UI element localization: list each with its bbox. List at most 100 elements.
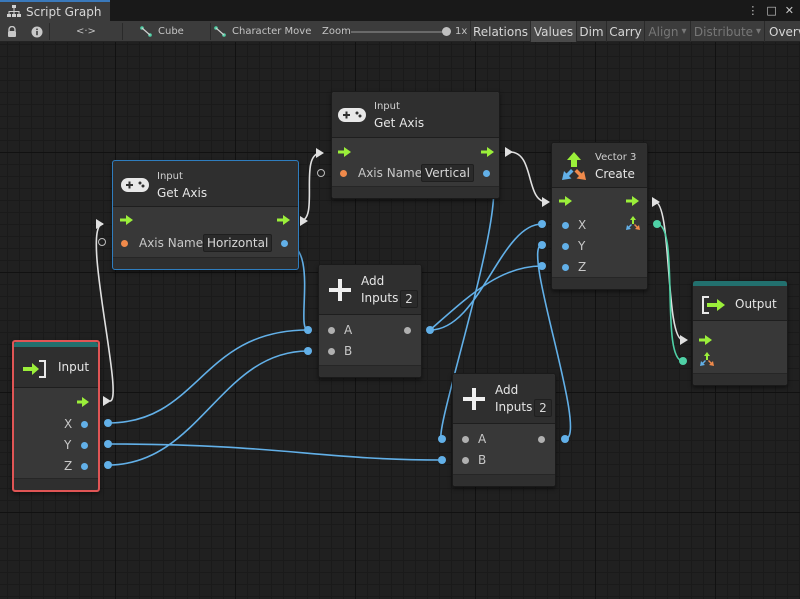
node-footer [332,186,499,198]
breadcrumb-character-move[interactable]: Character Move [214,21,311,42]
add-bottom-a-port[interactable] [438,435,446,443]
carry-button[interactable]: Carry [606,21,644,42]
info-icon[interactable] [31,21,43,42]
sum-output-inner[interactable] [404,327,411,334]
tab-script-graph[interactable]: Script Graph [0,0,110,21]
close-icon[interactable]: ✕ [785,5,794,16]
add-top-a-port[interactable] [304,326,312,334]
vector3-z-port[interactable] [538,262,546,270]
align-dropdown[interactable]: Align ▾ [644,21,690,42]
overview-button[interactable]: Overv [764,21,800,42]
axis-name-label: Axis Name [139,236,203,250]
axis-name-field[interactable]: Horizontal [203,234,272,252]
breadcrumb-cube[interactable]: Cube [140,21,184,42]
port-y-input[interactable] [562,243,569,250]
lock-icon[interactable] [7,21,17,42]
control-output-arrow[interactable] [300,216,308,226]
get-axis-horizontal-node[interactable]: Input Get Axis Axis Name Horizontal [112,160,299,270]
more-menu-icon[interactable]: ⋮ [747,5,758,16]
zoom-slider-thumb[interactable] [442,27,451,36]
add-bottom-output-port[interactable] [561,435,569,443]
values-button[interactable]: Values [530,21,576,42]
axis-name-port[interactable] [121,240,128,247]
node-footer [693,373,787,385]
control-output-icon[interactable] [77,397,89,407]
control-output-arrow[interactable] [103,396,111,406]
control-input-arrow[interactable] [316,148,324,158]
inputs-count-field[interactable]: 2 [400,290,418,308]
add-node-top[interactable]: Add Inputs 2 A B [318,264,422,378]
port-z-output[interactable] [81,463,88,470]
axis-name-field[interactable]: Vertical [421,164,474,182]
code-view-icon[interactable]: <·> [76,21,96,42]
output-node[interactable]: Output [692,280,788,386]
vector3-input-icon [699,352,715,367]
port-a-label: A [478,432,486,446]
inputs-label: Inputs [361,291,398,305]
add-top-output-port[interactable] [426,326,434,334]
value-output-port[interactable] [483,170,490,177]
input-y-port[interactable] [104,440,112,448]
plus-icon [328,278,352,302]
control-output-icon[interactable] [626,196,640,206]
node-category: Vector 3 [595,152,636,163]
add-node-bottom[interactable]: Add Inputs 2 A B [452,373,556,487]
sum-output-inner[interactable] [538,436,545,443]
gamepad-icon [121,178,149,192]
control-output-arrow[interactable] [505,147,513,157]
chevron-down-icon: ▾ [682,26,687,37]
get-axis-vertical-node[interactable]: Input Get Axis Axis Name Vertical [331,91,500,199]
port-y-output[interactable] [81,442,88,449]
node-title: Add [495,383,518,397]
vector3-create-node[interactable]: Vector 3 Create X Y Z [551,142,648,290]
align-label: Align [648,25,678,39]
dim-button[interactable]: Dim [576,21,606,42]
output-vector-port[interactable] [679,357,687,365]
port-b-input[interactable] [328,348,335,355]
unconnected-port-ring[interactable] [98,238,106,246]
vector3-x-port[interactable] [538,220,546,228]
port-x-label: X [578,218,586,232]
add-bottom-b-port[interactable] [438,456,446,464]
node-title: Create [595,167,635,181]
node-footer [453,474,555,486]
node-title: Add [361,274,384,288]
relations-button[interactable]: Relations [470,21,530,42]
unconnected-port-ring[interactable] [317,169,325,177]
value-output-port[interactable] [281,240,288,247]
port-y-label: Y [64,438,71,452]
chevron-down-icon: ▾ [756,26,761,37]
vector3-output-port[interactable] [653,220,661,228]
port-b-input[interactable] [462,457,469,464]
control-input-icon[interactable] [338,147,352,157]
port-b-label: B [478,453,486,467]
input-x-port[interactable] [104,419,112,427]
control-input-icon[interactable] [559,196,573,206]
control-output-arrow[interactable] [652,197,660,207]
tab-title: Script Graph [26,5,101,19]
control-input-arrow[interactable] [96,219,104,229]
port-x-output[interactable] [81,421,88,428]
port-z-input[interactable] [562,264,569,271]
maximize-icon[interactable]: □ [766,5,776,16]
control-output-icon[interactable] [277,215,291,225]
control-input-arrow[interactable] [680,335,688,345]
port-x-input[interactable] [562,222,569,229]
node-category: Input [157,171,183,182]
control-input-icon[interactable] [699,335,713,345]
axis-name-port[interactable] [340,170,347,177]
control-input-arrow[interactable] [542,197,550,207]
breadcrumb-character-move-label: Character Move [232,26,311,37]
add-top-b-port[interactable] [304,347,312,355]
input-node[interactable]: Input X Y Z [12,340,100,492]
port-a-input[interactable] [462,436,469,443]
vector3-y-port[interactable] [538,241,546,249]
control-output-icon[interactable] [481,147,495,157]
toolbar-separator [122,23,123,40]
zoom-slider-track[interactable] [351,31,447,33]
port-a-input[interactable] [328,327,335,334]
inputs-count-field[interactable]: 2 [534,399,552,417]
control-input-icon[interactable] [120,215,134,225]
input-z-port[interactable] [104,461,112,469]
distribute-dropdown[interactable]: Distribute ▾ [690,21,764,42]
